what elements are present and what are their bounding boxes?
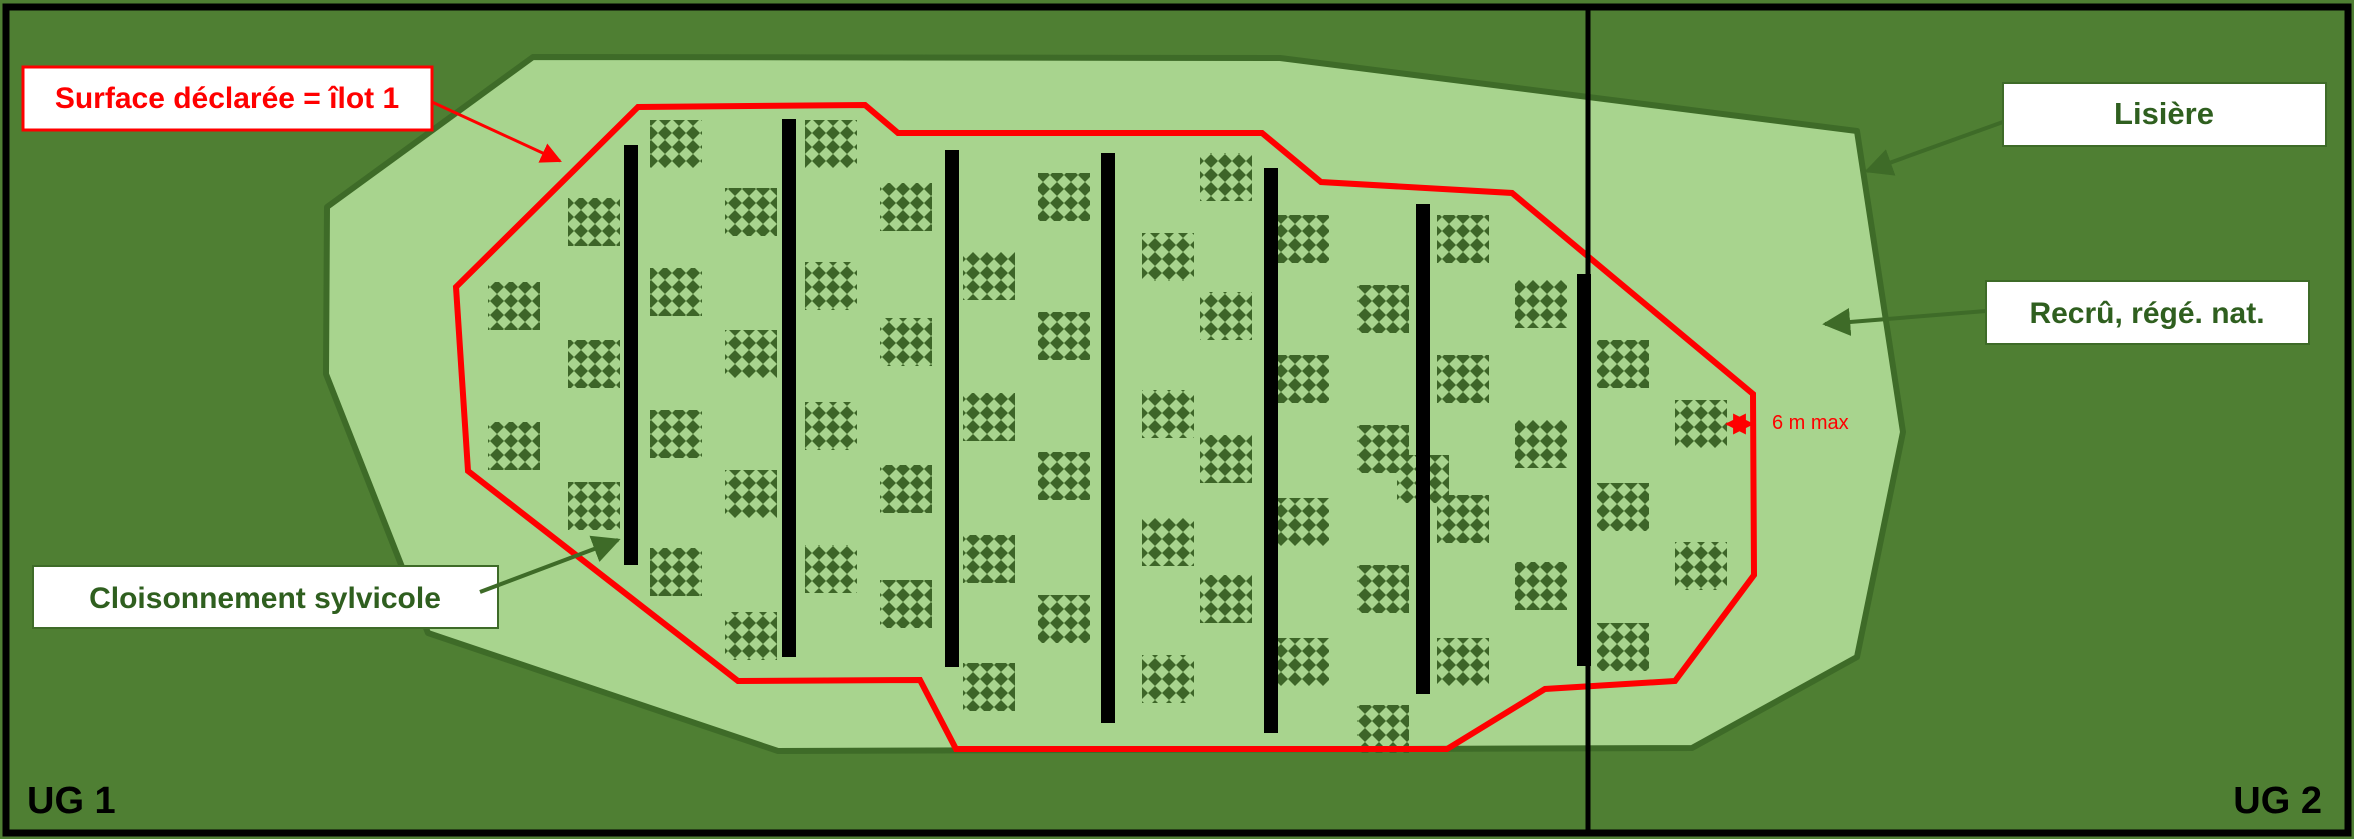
checkerboard-tree-icon <box>488 422 540 470</box>
checkerboard-tree-icon <box>880 318 932 366</box>
distance-label: 6 m max <box>1772 412 1849 434</box>
checkerboard-tree-icon <box>1597 483 1649 531</box>
checkerboard-tree-icon <box>1437 355 1489 403</box>
partition-line <box>782 119 796 657</box>
checkerboard-tree-icon <box>1437 215 1489 263</box>
checkerboard-tree-icon <box>1038 312 1090 360</box>
checkerboard-tree-icon <box>568 340 620 388</box>
checkerboard-tree-icon <box>725 330 777 378</box>
checkerboard-tree-icon <box>1142 518 1194 566</box>
edge-label: Lisière <box>2114 96 2214 131</box>
declared-surface-label: Surface déclarée = îlot 1 <box>55 82 399 115</box>
partition-line <box>1264 168 1278 733</box>
checkerboard-tree-icon <box>1038 595 1090 643</box>
checkerboard-tree-icon <box>725 612 777 660</box>
checkerboard-tree-icon <box>880 465 932 513</box>
checkerboard-tree-icon <box>1357 565 1409 613</box>
checkerboard-tree-icon <box>1200 575 1252 623</box>
checkerboard-tree-icon <box>963 663 1015 711</box>
partition-label: Cloisonnement sylvicole <box>89 582 441 615</box>
checkerboard-tree-icon <box>963 535 1015 583</box>
checkerboard-tree-icon <box>1142 655 1194 703</box>
checkerboard-tree-icon <box>488 282 540 330</box>
checkerboard-tree-icon <box>1437 638 1489 686</box>
partition-line <box>945 150 959 667</box>
checkerboard-tree-icon <box>568 198 620 246</box>
checkerboard-tree-icon <box>1597 623 1649 671</box>
checkerboard-tree-icon <box>880 183 932 231</box>
checkerboard-tree-icon <box>805 262 857 310</box>
checkerboard-tree-icon <box>963 252 1015 300</box>
checkerboard-tree-icon <box>650 548 702 596</box>
checkerboard-tree-icon <box>1200 292 1252 340</box>
partition-line <box>624 145 638 565</box>
checkerboard-tree-icon <box>1277 638 1329 686</box>
checkerboard-tree-icon <box>725 470 777 518</box>
checkerboard-tree-icon <box>805 545 857 593</box>
checkerboard-tree-icon <box>1357 285 1409 333</box>
checkerboard-tree-icon <box>650 268 702 316</box>
checkerboard-tree-icon <box>963 393 1015 441</box>
checkerboard-tree-icon <box>1142 390 1194 438</box>
partition-line <box>1101 153 1115 723</box>
checkerboard-tree-icon <box>1515 280 1567 328</box>
checkerboard-tree-icon <box>1515 562 1567 610</box>
checkerboard-tree-icon <box>1357 705 1409 753</box>
zone-left-label: UG 1 <box>27 780 116 822</box>
checkerboard-tree-icon <box>1597 340 1649 388</box>
checkerboard-tree-icon <box>650 120 702 168</box>
checkerboard-tree-icon <box>805 120 857 168</box>
checkerboard-tree-icon <box>1200 153 1252 201</box>
checkerboard-tree-icon <box>725 188 777 236</box>
regrowth-label: Recrû, régé. nat. <box>2029 297 2264 330</box>
checkerboard-tree-icon <box>1277 498 1329 546</box>
checkerboard-tree-icon <box>880 580 932 628</box>
checkerboard-tree-icon <box>1675 400 1727 448</box>
checkerboard-tree-icon <box>1277 355 1329 403</box>
checkerboard-tree-icon <box>1038 173 1090 221</box>
partition-line <box>1416 204 1430 694</box>
checkerboard-tree-icon <box>1038 452 1090 500</box>
zone-right-label: UG 2 <box>2233 780 2322 822</box>
checkerboard-tree-icon <box>1437 495 1489 543</box>
checkerboard-tree-icon <box>568 482 620 530</box>
checkerboard-tree-icon <box>805 402 857 450</box>
checkerboard-tree-icon <box>650 410 702 458</box>
checkerboard-tree-icon <box>1142 233 1194 281</box>
checkerboard-tree-icon <box>1277 215 1329 263</box>
checkerboard-tree-icon <box>1515 420 1567 468</box>
checkerboard-tree-icon <box>1200 435 1252 483</box>
checkerboard-tree-icon <box>1675 542 1727 590</box>
